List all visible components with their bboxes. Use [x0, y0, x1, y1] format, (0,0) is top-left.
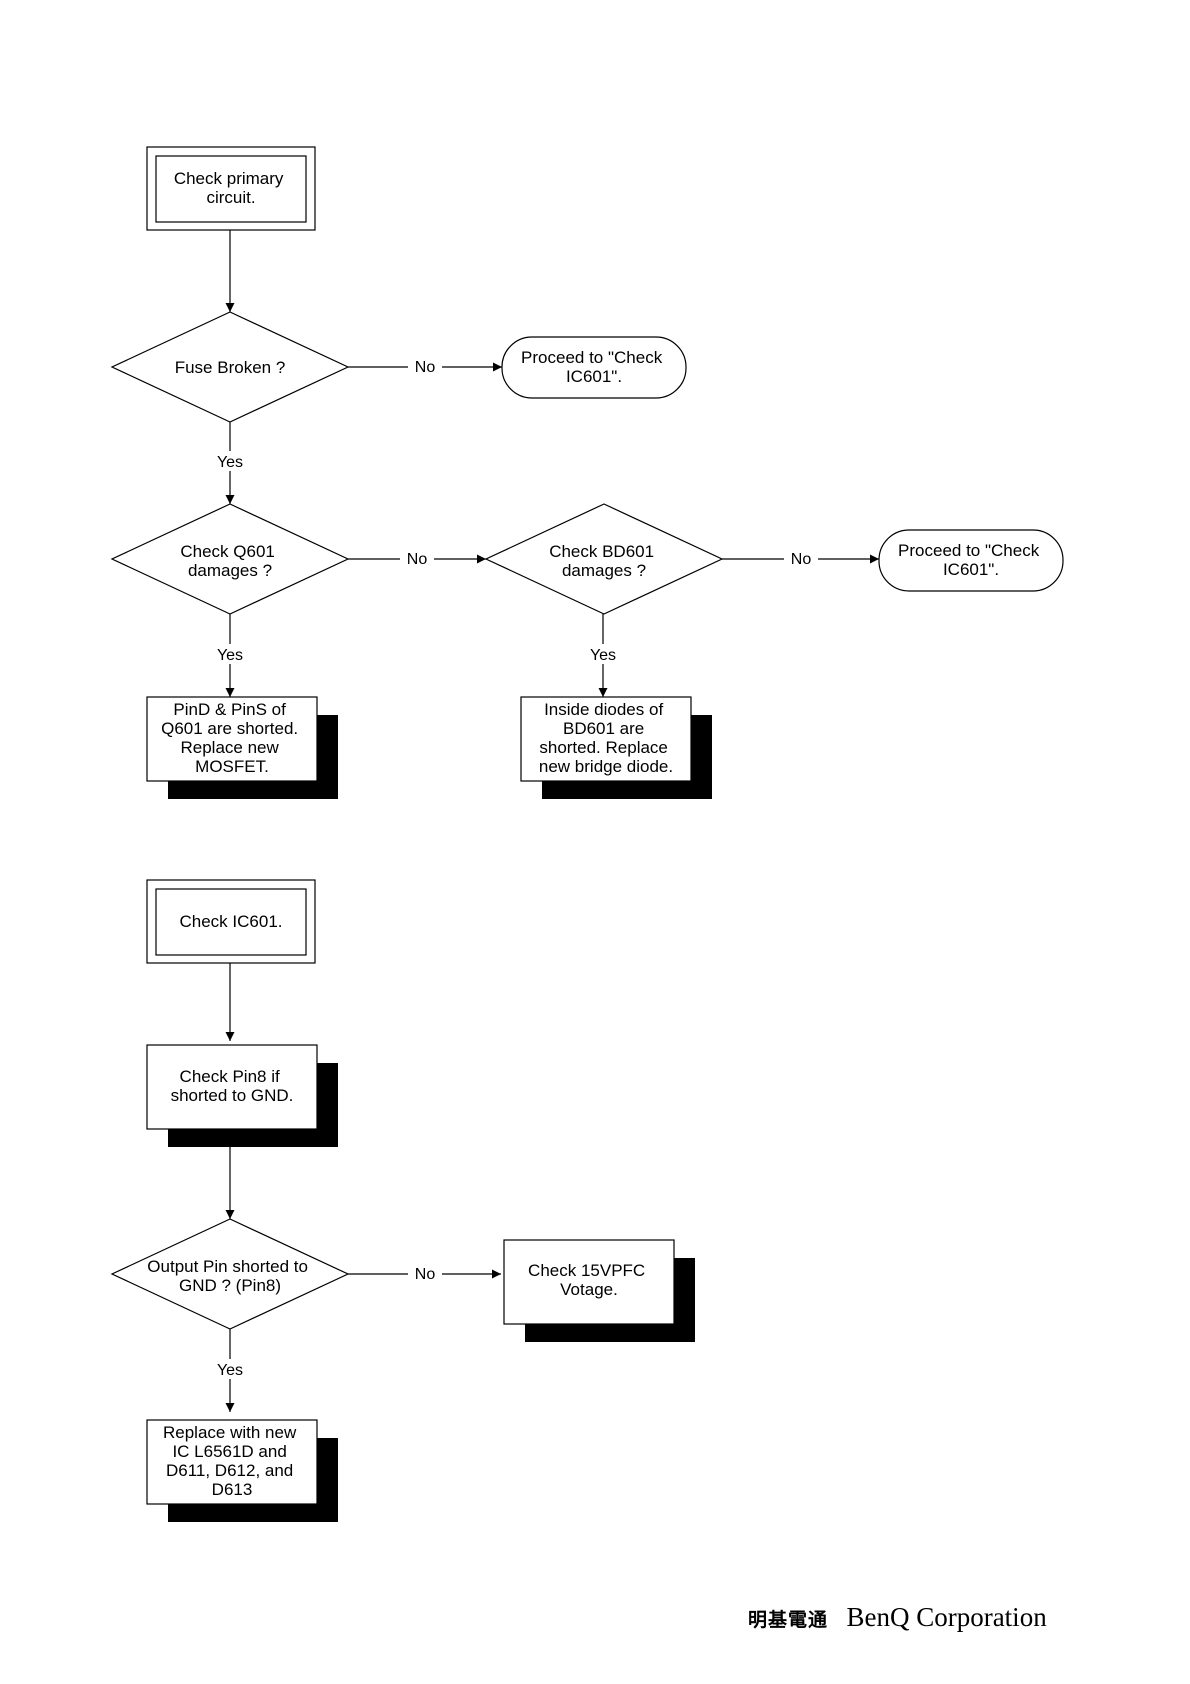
svg-text:Check IC601.: Check IC601. [180, 912, 283, 931]
node-text-line: damages ? [188, 561, 272, 580]
edge-label-q601-yes: Yes [217, 647, 243, 664]
node-text-line: Q601 are shorted. [161, 719, 298, 738]
svg-text:Check BD601 damages ?: Check BD601 damages ? [549, 542, 659, 580]
company-name-english: BenQ Corporation [846, 1602, 1047, 1632]
svg-text:Proceed to "Check IC601": Proceed to "Check IC601". [898, 541, 1044, 579]
node-text-line: MOSFET. [195, 757, 269, 776]
node-text-line: Proceed to "Check [521, 348, 663, 367]
decision-check-q601: Check Q601 damages ? [110, 503, 350, 615]
edge-label-q601-no: No [407, 551, 428, 568]
node-text-line: shorted to GND. [171, 1086, 294, 1105]
edge-label-bd601-yes: Yes [590, 647, 616, 664]
node-text-line: Check 15VPFC [528, 1261, 645, 1280]
node-text-line: circuit. [206, 188, 255, 207]
svg-text:Check 15VPFC Votage.: Check 15VPFC Votage. [528, 1261, 650, 1299]
node-text-line: D611, D612, and [166, 1461, 293, 1480]
action-check-pin8: Check Pin8 if shorted to GND. [146, 1044, 338, 1147]
node-text-line: GND ? (Pin8) [179, 1276, 281, 1295]
edge-label-fuse-no: No [415, 359, 436, 376]
decision-fuse-broken: Fuse Broken ? [110, 311, 350, 423]
node-text-line: new bridge diode. [539, 757, 673, 776]
node-text-line: BD601 are [563, 719, 644, 738]
edge-label-output-no: No [415, 1266, 436, 1283]
node-text-line: Replace with new [163, 1423, 297, 1442]
footer-company: 明基電通 BenQ Corporation [748, 1602, 1047, 1633]
svg-text:Inside diodes of BD601 a: Inside diodes of BD601 are shorted. Repl… [539, 700, 673, 776]
node-text-line: Check BD601 [549, 542, 654, 561]
node-text-line: PinD & PinS of [173, 700, 286, 719]
node-text-line: Fuse Broken ? [175, 358, 286, 377]
node-text-line: Check Pin8 if [180, 1067, 280, 1086]
company-name-chinese: 明基電通 [748, 1609, 829, 1631]
node-text-line: Check Q601 [180, 542, 275, 561]
node-text-line: IC601". [943, 560, 999, 579]
terminator-proceed-ic601-2: Proceed to "Check IC601". [878, 529, 1064, 592]
edge-label-fuse-yes: Yes [217, 454, 243, 471]
svg-text:Proceed to "Check IC601": Proceed to "Check IC601". [521, 348, 667, 386]
start-box-check-ic601: Check IC601. [146, 879, 316, 964]
action-replace-mosfet: PinD & PinS of Q601 are shorted. Replace… [146, 696, 338, 799]
svg-text:Check Pin8 if shorted to: Check Pin8 if shorted to GND. [171, 1067, 294, 1105]
svg-text:Check primary circuit.: Check primary circuit. [174, 169, 288, 207]
edge-label-bd601-no: No [791, 551, 812, 568]
svg-text:PinD & PinS of Q601 are: PinD & PinS of Q601 are shorted. Replace… [161, 700, 303, 776]
node-text-line: Votage. [560, 1280, 618, 1299]
node-text-line: Check IC601. [180, 912, 283, 931]
svg-text:Check Q601 damages ?: Check Q601 damages ? [180, 542, 279, 580]
terminator-proceed-ic601-1: Proceed to "Check IC601". [501, 336, 687, 399]
node-text-line: IC601". [566, 367, 622, 386]
svg-text:Replace with new IC L656: Replace with new IC L6561D and D611, D61… [163, 1423, 301, 1499]
node-text-line: IC L6561D and [172, 1442, 286, 1461]
start-box-primary-circuit: Check primary circuit. [146, 146, 316, 231]
node-text-line: Check primary [174, 169, 284, 188]
edge-labels: No Yes No No Yes Yes No Yes [210, 356, 818, 1379]
action-replace-ic-l6561d: Replace with new IC L6561D and D611, D61… [146, 1419, 338, 1522]
node-text-line: damages ? [562, 561, 646, 580]
node-text-line: Output Pin shorted to [147, 1257, 308, 1276]
action-check-15vpfc: Check 15VPFC Votage. [503, 1239, 695, 1342]
action-replace-bridge-diode: Inside diodes of BD601 are shorted. Repl… [520, 696, 712, 799]
decision-output-pin-shorted: Output Pin shorted to GND ? (Pin8) [110, 1218, 350, 1330]
node-text-line: D613 [212, 1480, 253, 1499]
svg-text:Fuse Broken ?: Fuse Broken ? [175, 358, 286, 377]
connectors [225, 230, 879, 1412]
node-text-line: Replace new [180, 738, 279, 757]
svg-text:Output Pin shorted to GN: Output Pin shorted to GND ? (Pin8) [147, 1257, 312, 1295]
node-text-line: shorted. Replace [539, 738, 668, 757]
edge-label-output-yes: Yes [217, 1362, 243, 1379]
node-text-line: Inside diodes of [544, 700, 663, 719]
decision-check-bd601: Check BD601 damages ? [484, 503, 724, 615]
node-text-line: Proceed to "Check [898, 541, 1040, 560]
